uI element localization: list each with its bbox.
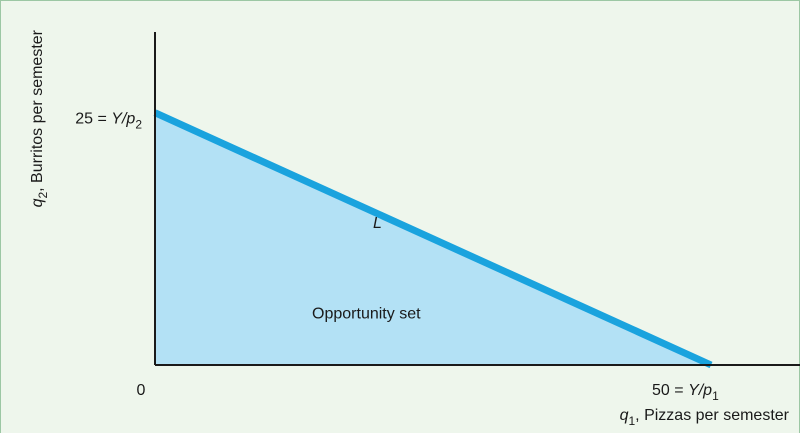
- x-intercept-prefix: 50 =: [652, 382, 688, 399]
- y-axis-title-var: q: [29, 198, 46, 207]
- y-intercept-sub: 2: [135, 118, 142, 132]
- x-axis-title-var: q: [620, 407, 629, 424]
- y-axis-title: q2, Burritos per semester: [29, 29, 50, 207]
- x-axis-title: q1, Pizzas per semester: [620, 407, 790, 428]
- budget-line-L: [153, 109, 713, 369]
- x-axis-title-text: , Pizzas per semester: [635, 407, 790, 424]
- y-intercept-prefix: 25 =: [75, 111, 111, 128]
- y-axis-title-sub: 2: [36, 192, 50, 199]
- x-intercept-label: 50 = Y/p1: [652, 382, 719, 403]
- y-intercept-expr: Y/p: [111, 111, 135, 128]
- x-intercept-expr: Y/p: [688, 382, 712, 399]
- opportunity-set-label: Opportunity set: [312, 306, 421, 323]
- x-axis-title-sub: 1: [628, 414, 635, 428]
- y-axis-title-text: , Burritos per semester: [29, 29, 46, 192]
- budget-line-label: L: [373, 215, 382, 232]
- x-intercept-sub: 1: [712, 389, 719, 403]
- origin-label: 0: [137, 382, 146, 399]
- y-intercept-label: 25 = Y/p2: [75, 111, 142, 132]
